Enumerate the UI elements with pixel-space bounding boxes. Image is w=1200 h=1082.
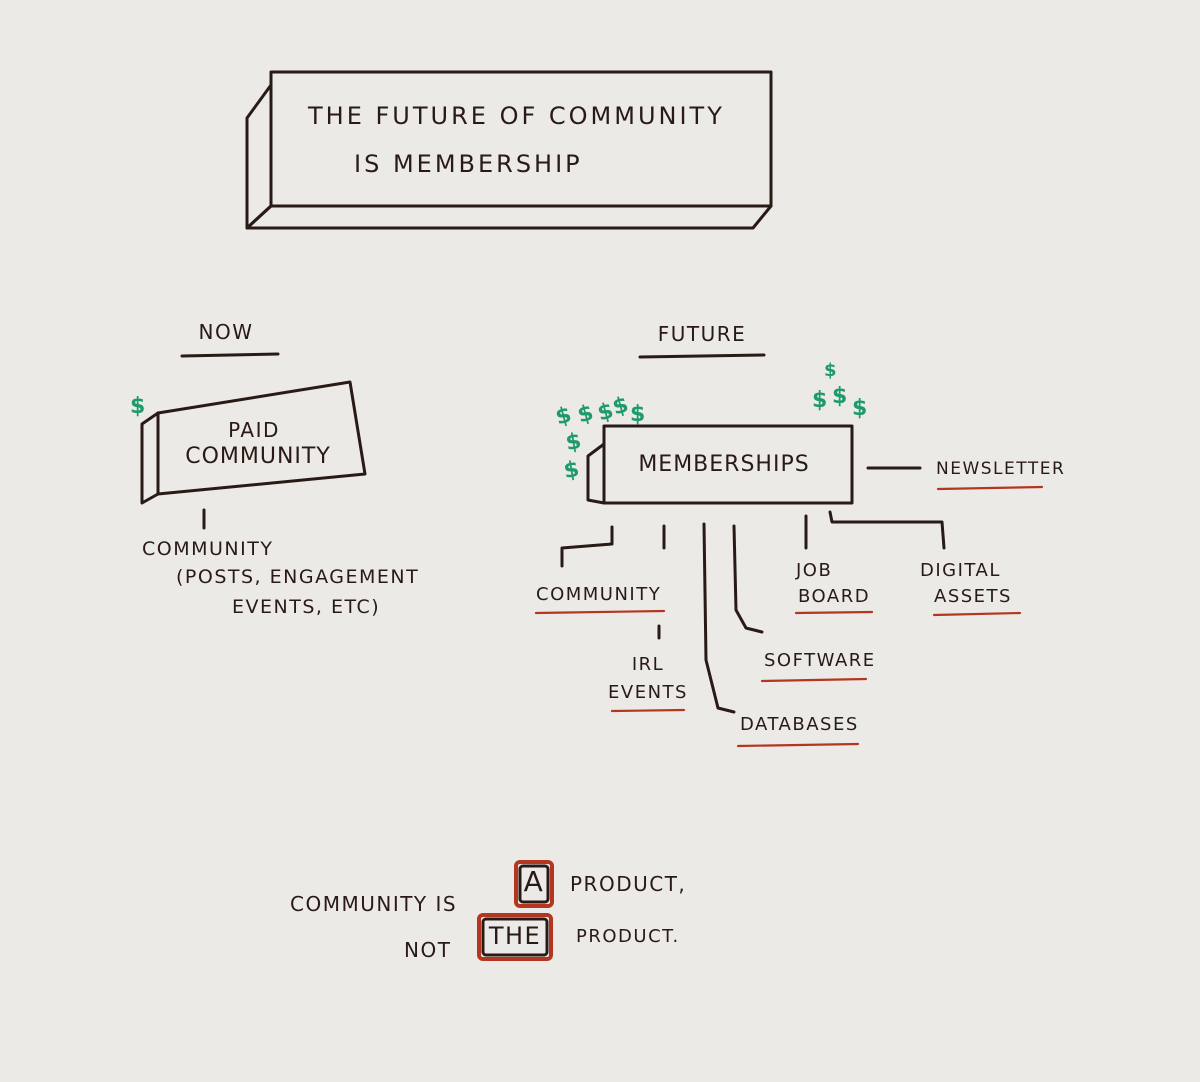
footer-boxed-a: A bbox=[523, 865, 545, 898]
dollar-sign: $ bbox=[630, 402, 646, 427]
title-box-front bbox=[269, 70, 773, 208]
software-underline bbox=[760, 677, 868, 683]
line-to-databases bbox=[702, 522, 736, 714]
databases-underline bbox=[736, 742, 860, 748]
memberships-connectors bbox=[560, 466, 946, 714]
irl-events-line-1: IRL bbox=[631, 654, 665, 675]
the-box-inner bbox=[481, 917, 549, 957]
title-box bbox=[245, 70, 773, 230]
title-box-left-face bbox=[245, 83, 273, 230]
now-heading: NOW bbox=[198, 320, 254, 344]
dollar-sign: $ bbox=[852, 396, 868, 421]
a-box-inner bbox=[518, 864, 550, 904]
dollar-sign: $ bbox=[130, 394, 146, 419]
line-to-digital-assets bbox=[828, 510, 946, 550]
line-to-community bbox=[560, 525, 614, 568]
paid-box-front bbox=[156, 380, 367, 496]
digital-assets-line-2: ASSETS bbox=[934, 586, 1012, 607]
job-board-line-2: BOARD bbox=[798, 586, 871, 607]
newsletter-label: NEWSLETTER bbox=[936, 459, 1066, 479]
newsletter-underline bbox=[936, 485, 1044, 491]
dollar-sign: $ bbox=[824, 360, 837, 381]
the-box-outer bbox=[477, 913, 553, 961]
a-box-outer bbox=[514, 860, 554, 908]
digital-assets-line-1: DIGITAL bbox=[920, 560, 1001, 581]
footer-line-2-prefix: NOT bbox=[404, 938, 452, 962]
memberships-label: MEMBERSHIPS bbox=[638, 452, 810, 477]
community-label: COMMUNITY bbox=[536, 584, 662, 605]
paid-box-side-face bbox=[140, 411, 160, 505]
footer-boxed-the: THE bbox=[488, 922, 542, 950]
dollar-sign: $ bbox=[832, 384, 848, 409]
now-detail-line-3: EVENTS, ETC) bbox=[232, 596, 381, 618]
paid-box-line-2: COMMUNITY bbox=[185, 444, 331, 469]
memberships-box-side-face bbox=[586, 442, 606, 505]
future-heading-underline bbox=[638, 353, 766, 359]
title-line-2: IS MEMBERSHIP bbox=[354, 150, 583, 178]
footer-boxes bbox=[477, 860, 554, 961]
footer-line-1-prefix: COMMUNITY IS bbox=[290, 892, 458, 916]
line-to-software bbox=[732, 524, 764, 634]
now-heading-underline bbox=[180, 352, 280, 358]
job-board-underline bbox=[794, 610, 874, 615]
memberships-box-front bbox=[602, 424, 854, 505]
paid-box-line-1: PAID bbox=[228, 418, 280, 442]
software-label: SOFTWARE bbox=[764, 650, 876, 671]
dollar-sign: $ bbox=[812, 388, 828, 413]
red-underlines bbox=[534, 485, 1044, 748]
irl-events-underline bbox=[610, 708, 686, 713]
databases-label: DATABASES bbox=[740, 714, 859, 735]
irl-events-line-2: EVENTS bbox=[608, 682, 688, 703]
job-board-line-1: JOB bbox=[796, 560, 833, 581]
footer-line-2-suffix: PRODUCT. bbox=[576, 926, 680, 947]
now-detail-line-1: COMMUNITY bbox=[142, 538, 274, 560]
community-underline bbox=[534, 609, 666, 615]
title-line-1: THE FUTURE OF COMMUNITY bbox=[308, 102, 725, 130]
paid-community-box bbox=[140, 380, 367, 505]
footer-line-1-suffix: PRODUCT, bbox=[570, 872, 687, 896]
now-detail-line-2: (POSTS, ENGAGEMENT bbox=[176, 566, 420, 588]
memberships-box bbox=[586, 424, 854, 505]
digital-assets-underline bbox=[932, 611, 1022, 617]
future-heading: FUTURE bbox=[657, 322, 747, 346]
title-box-bottom-face bbox=[245, 204, 773, 230]
